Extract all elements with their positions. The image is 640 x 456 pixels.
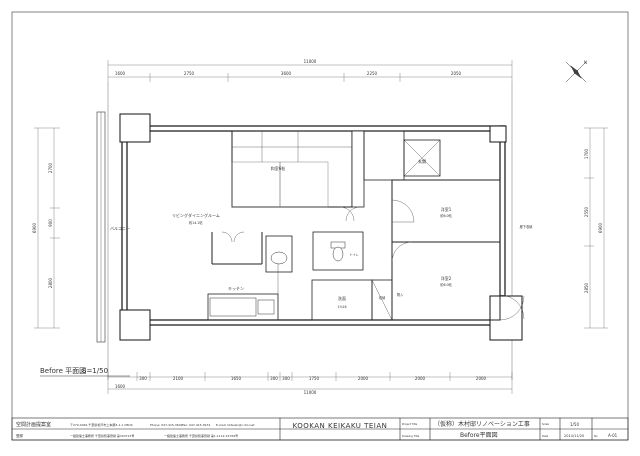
room-washroom-area: 1%16 <box>337 305 346 309</box>
column-se <box>489 295 523 341</box>
room-toilet: トイレ <box>349 253 359 257</box>
tb-company: 空間計画提案室 <box>16 421 51 428</box>
tb-fax: Fax: 047-415-3974 <box>182 423 210 427</box>
tb-scale-label: Scale <box>542 422 549 426</box>
view-label-text: Before 平面図 <box>40 367 86 375</box>
column-nw <box>119 113 151 143</box>
room-kitchen: キッチン <box>228 286 244 291</box>
dim-top-seg-1: 1600 <box>115 71 126 76</box>
room-balcony: バルコニー <box>110 226 130 231</box>
dim-left-total: 6900 <box>32 222 37 233</box>
dim-top-seg-2: 2750 <box>184 71 195 76</box>
tb-sheet-no: A-01 <box>608 433 618 438</box>
dim-bottom-seg-1: 1600 <box>115 384 126 389</box>
room-bedroom1-area: 約6.0帖 <box>440 213 452 218</box>
dim-bottom-seg-7: 1750 <box>309 376 320 381</box>
room-bedroom1: 洋室1 <box>441 206 452 212</box>
dim-bottom-seg-10: 2000 <box>476 376 487 381</box>
dim-bottom-seg-6: 300 <box>282 376 290 381</box>
room-storage: 収納 <box>379 295 385 300</box>
dim-right-seg-2: 2550 <box>584 206 589 217</box>
kitchen-sink <box>257 299 275 315</box>
dim-bottom-seg-2: 300 <box>139 376 147 381</box>
title-block: 空間計画提案室 〒270-0049 千葉県松戸市上本郷3-1-1 CBOS Ph… <box>11 417 629 441</box>
dim-left-seg-2: 900 <box>48 219 53 227</box>
top-dimensions: 11000 1600 2750 3600 2250 2050 <box>107 59 513 82</box>
dim-top-seg-4: 2250 <box>367 71 378 76</box>
room-hallway-cl: 廊下収納 <box>520 224 533 229</box>
tb-project-title: （仮称）木村邸リノベーション工事 <box>434 420 530 428</box>
column-ne <box>489 125 507 143</box>
dim-bottom-seg-5: 300 <box>270 376 278 381</box>
column-sw <box>119 309 151 341</box>
dim-right-seg-3: 2850 <box>584 282 589 293</box>
room-bedroom2-area: 約6.0帖 <box>440 282 452 287</box>
tb-scale: 1/50 <box>570 422 579 427</box>
washbasin <box>270 251 288 265</box>
tb-license-label: 登録 <box>16 433 23 438</box>
dim-top-total: 11000 <box>304 59 317 64</box>
dim-bottom-seg-8: 2000 <box>358 376 369 381</box>
room-living: リビングダイニングルーム <box>172 212 220 218</box>
toilet-bowl <box>332 246 344 262</box>
compass-label: N <box>584 60 587 65</box>
left-dimensions: 6900 2700 900 2800 <box>32 127 60 329</box>
tb-email: E-mail: kkteian@c.dio.net <box>216 423 255 427</box>
dim-bottom-seg-9: 2000 <box>415 376 426 381</box>
north-arrow-icon: N <box>565 60 587 83</box>
tb-license-text: 一級建築士事務所 千葉県知事登録 第303715号 <box>70 433 134 438</box>
room-labels: バルコニー リビングダイニングルーム 約14.1帖 和室6帖 玄関 洋室1 約6… <box>110 158 532 309</box>
dim-top-seg-5: 2050 <box>451 71 462 76</box>
room-storage2: 物入 <box>397 292 404 297</box>
tb-address: 〒270-0049 千葉県松戸市上本郷3-1-1 CBOS <box>70 422 133 427</box>
dim-right-total: 6900 <box>598 222 603 233</box>
tb-date-label: Date <box>542 434 549 438</box>
room-washroom: 洗面 <box>338 295 346 301</box>
dim-bottom-total: 11000 <box>304 390 317 395</box>
tb-no-label: No <box>594 434 598 438</box>
tb-brand: KOOKAN KEIKAKU TEIAN <box>293 422 388 430</box>
balcony <box>96 111 106 343</box>
view-scale-text: S=1/50 <box>82 367 108 375</box>
plan-walls <box>119 113 525 341</box>
bottom-dimensions: 1600 300 2100 1650 300 300 1750 2000 200… <box>107 372 513 395</box>
kitchen-counter <box>209 297 257 317</box>
tb-drawing-title: Before平面図 <box>460 432 498 439</box>
dim-left-seg-1: 2700 <box>48 162 53 173</box>
room-washitsu: 和室6帖 <box>271 165 286 171</box>
room-living-area: 約14.1帖 <box>189 220 203 225</box>
dim-bottom-seg-3: 2100 <box>173 376 184 381</box>
dim-top-seg-3: 3600 <box>281 71 292 76</box>
view-label: Before 平面図 S=1/50 <box>40 367 130 377</box>
room-genkan: 玄関 <box>418 158 426 164</box>
tb-license-text-2: 一級建築士事務所 千葉県知事登録 第1-1112-15769号 <box>164 433 238 438</box>
room-bedroom2: 洋室2 <box>441 275 452 281</box>
tb-project-label: Project Title <box>402 422 418 426</box>
tb-drawing-label: Drawing Title <box>402 434 420 438</box>
right-dimensions: 6900 1700 2550 2850 <box>584 127 608 329</box>
dim-bottom-seg-4: 1650 <box>231 376 242 381</box>
dim-left-seg-3: 2800 <box>48 277 53 288</box>
tb-date: 2014/11/20 <box>564 434 584 438</box>
tb-phone: Phone: 047-415-3649 <box>150 423 183 427</box>
dim-right-seg-1: 1700 <box>584 148 589 159</box>
